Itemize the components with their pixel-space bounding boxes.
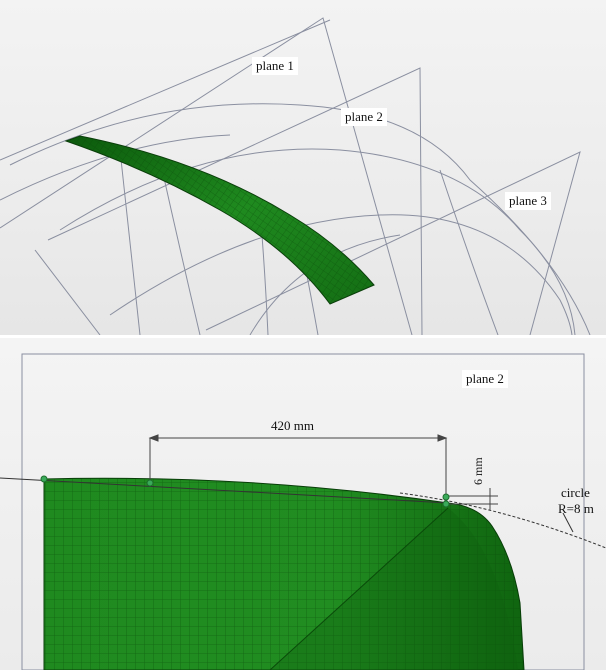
- plane-1-outline: [0, 17, 413, 335]
- dimension-420mm: [148, 434, 448, 503]
- chord-reference-line: [0, 477, 449, 504]
- circle-label-line-1: circle: [561, 485, 590, 500]
- plane-3-outline: [205, 151, 581, 335]
- isometric-view-drawing: [0, 17, 591, 335]
- dimension-6mm-label: 6 mm: [471, 457, 485, 485]
- dimension-420mm-label: 420 mm: [271, 418, 314, 433]
- circle-leader-line: [562, 512, 574, 533]
- dimension-6mm: [446, 488, 498, 510]
- plane-2-label: plane 2: [341, 108, 387, 126]
- plane-1-label: plane 1: [252, 57, 298, 75]
- isometric-view-panel: plane 1 plane 2 plane 3: [0, 0, 606, 335]
- circle-label-line-2: R=8 m: [558, 501, 594, 516]
- circle-r8-arc: [399, 492, 606, 549]
- plane-3-label: plane 3: [505, 192, 551, 210]
- plane-2-frame-label: plane 2: [462, 370, 508, 388]
- plane-2-frame: [21, 353, 585, 670]
- sketch-points: [40, 475, 450, 508]
- section-view-drawing: [0, 353, 606, 670]
- blade-section-body: [43, 477, 525, 670]
- plane-2-section-panel: plane 2 420 mm 6 mm circle R=8 m: [0, 338, 606, 670]
- blade-surface: [64, 135, 375, 305]
